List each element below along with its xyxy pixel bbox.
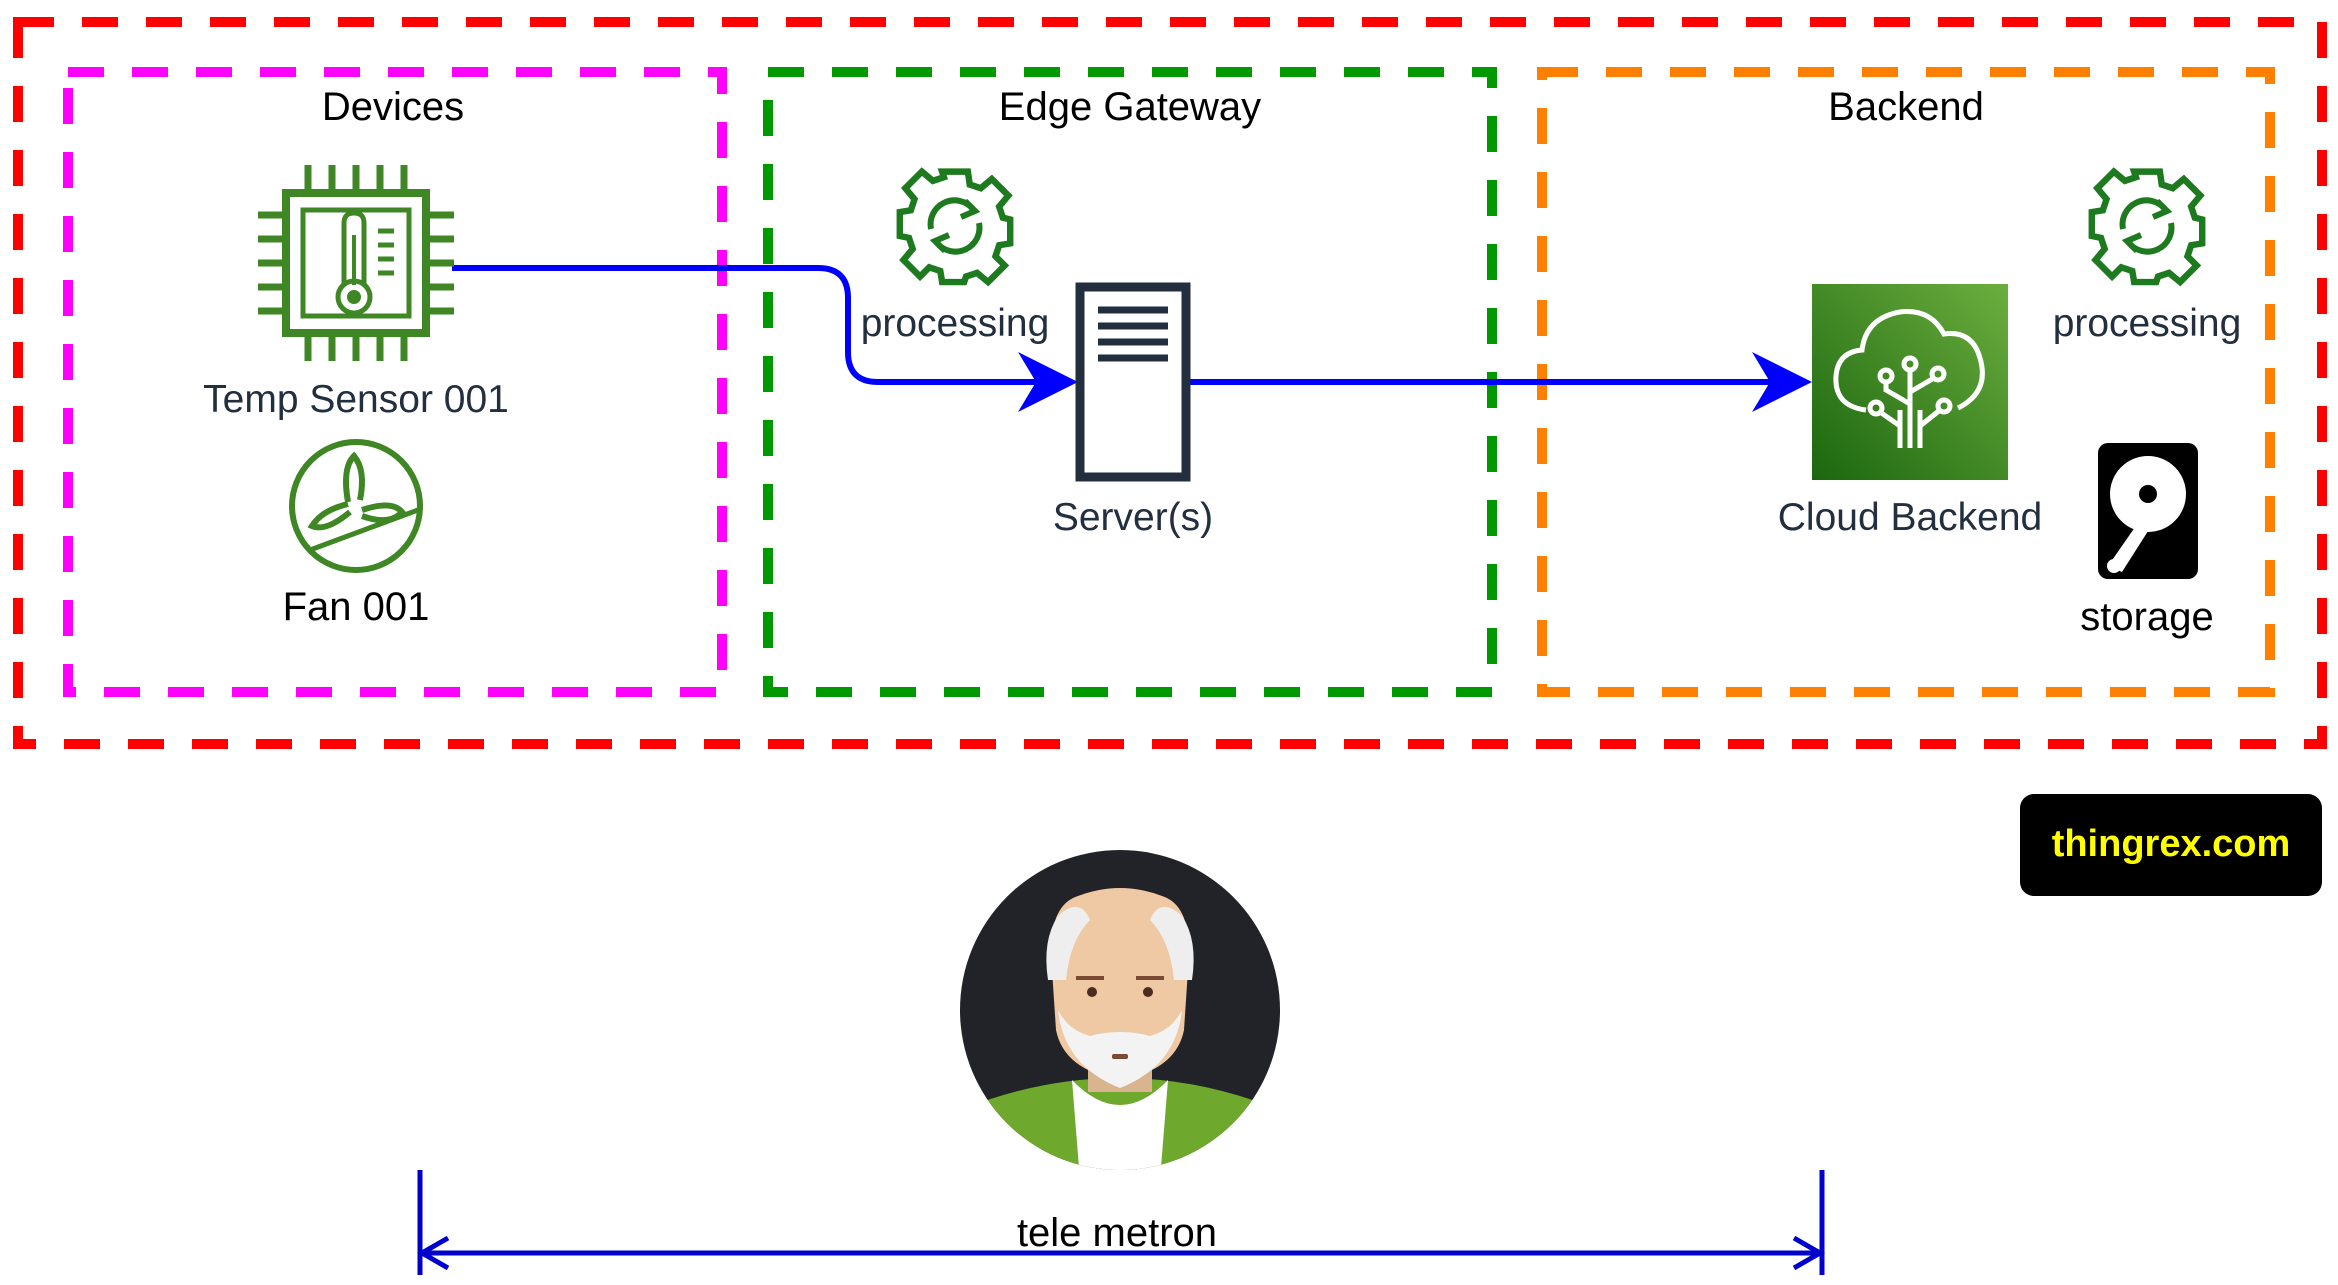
backend-processing-label: processing [2053, 302, 2242, 345]
gear-sync-icon [2088, 167, 2206, 287]
fan-label: Fan 001 [283, 585, 430, 629]
storage-label: storage [2080, 595, 2213, 639]
dimension-label: tele metron [1017, 1211, 1217, 1255]
person-avatar-icon [960, 850, 1280, 1170]
outer-system-boundary [13, 17, 2327, 749]
devices-title: Devices [322, 85, 464, 129]
cloud-iot-icon [1812, 284, 2008, 480]
server-icon [1075, 282, 1191, 482]
devices-group [63, 67, 727, 697]
backend-title: Backend [1828, 85, 1984, 129]
fan-icon [289, 439, 423, 573]
server-label: Server(s) [1053, 496, 1213, 539]
sensor-to-server-connector [452, 265, 1078, 412]
gear-sync-icon [896, 167, 1014, 287]
edge-processing-label: processing [861, 302, 1050, 345]
chip-thermometer-icon [258, 165, 454, 361]
hard-disk-icon [2098, 443, 2198, 579]
temp-sensor-label: Temp Sensor 001 [203, 378, 509, 421]
badge-text: thingrex.com [2052, 823, 2291, 865]
dimension-line [416, 1170, 1826, 1275]
thingrex-badge: thingrex.com [2020, 794, 2322, 896]
cloud-backend-label: Cloud Backend [1778, 496, 2043, 539]
edge-gateway-title: Edge Gateway [999, 85, 1261, 129]
